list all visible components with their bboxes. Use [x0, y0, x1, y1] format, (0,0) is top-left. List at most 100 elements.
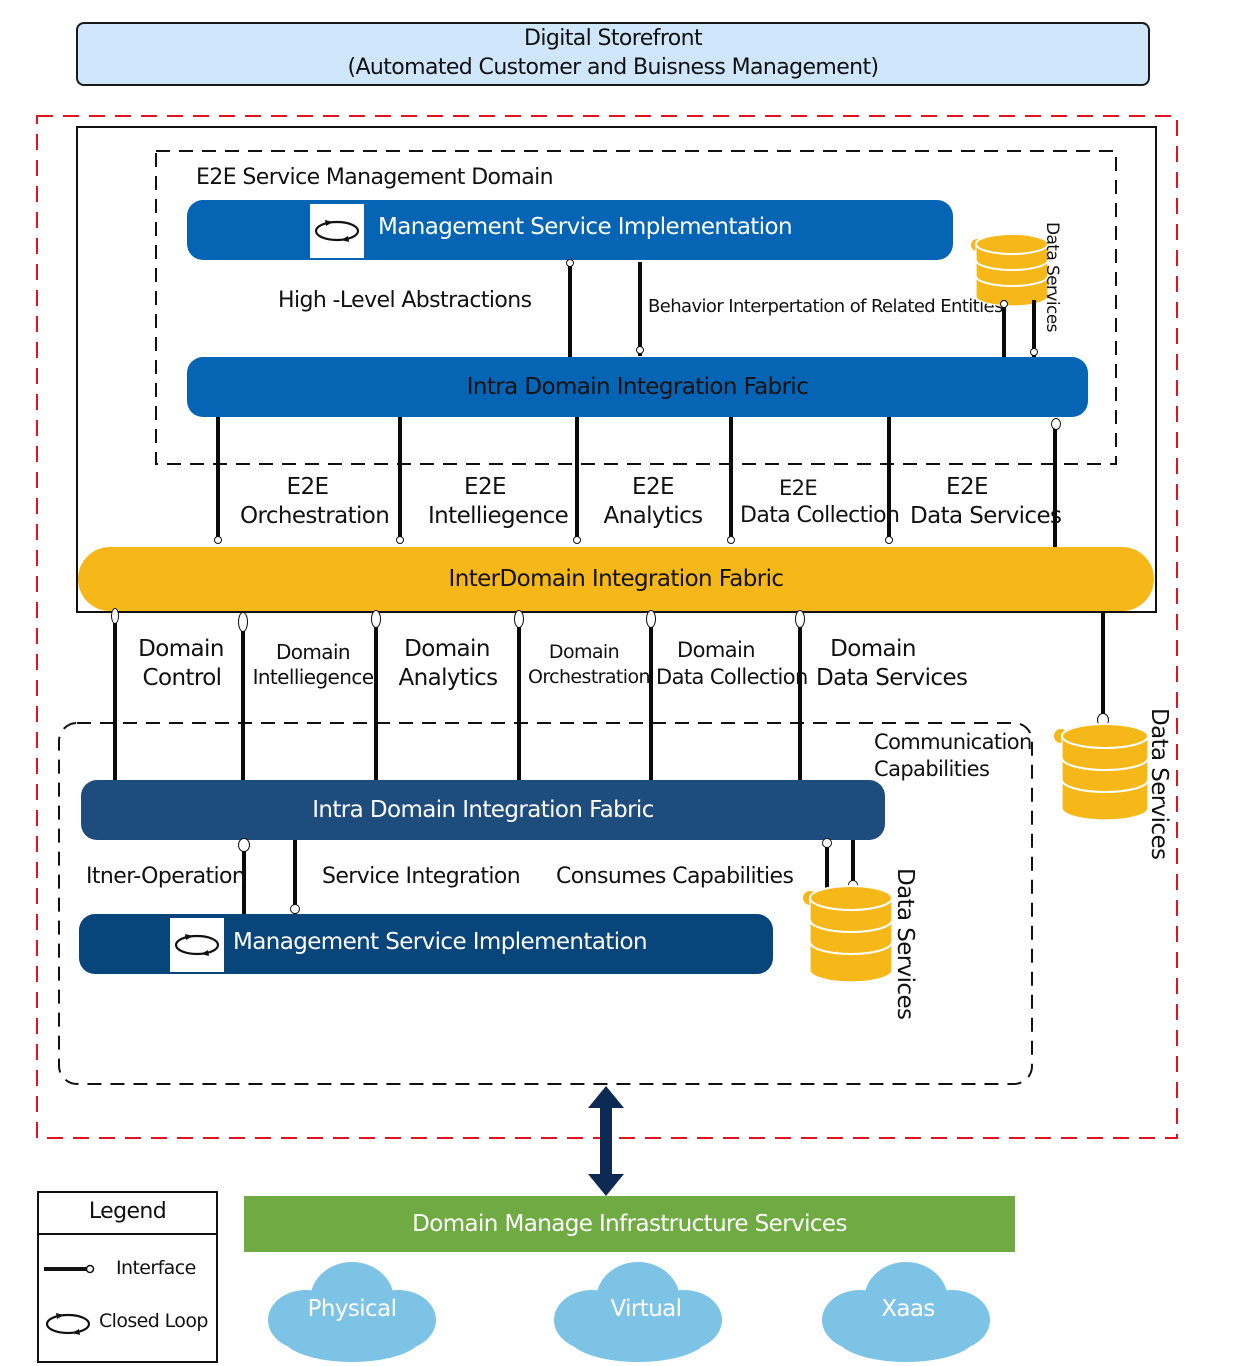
e2e-intra-domain-fabric-label: Intra Domain Integration Fabric: [466, 374, 809, 400]
xaas-cloud-icon: [822, 1262, 990, 1362]
interface-terminal: [396, 536, 404, 544]
e2e-orchestration-label-1: E2E: [286, 474, 330, 500]
interface-terminal: [514, 610, 524, 628]
interface-terminal: [573, 536, 581, 544]
inter-operation-line: [242, 840, 246, 914]
e2e-analytics-label-1: E2E: [632, 474, 675, 500]
interface-terminal: [238, 612, 248, 632]
interface-line: [851, 840, 855, 888]
high-level-abstractions-label: High -Level Abstractions: [278, 288, 532, 313]
e2e-intelligence-label-1: E2E: [464, 474, 507, 500]
consumes-capabilities-label: Consumes Capabilities: [556, 864, 794, 889]
domain-orchestration-label-1: Domain: [548, 641, 620, 663]
communication-capabilities-label-2: Capabilities: [874, 757, 990, 781]
interface-terminal: [1000, 300, 1008, 308]
domain-analytics-line: [374, 612, 378, 780]
interface-terminal: [822, 838, 832, 848]
domain-control-line: [113, 612, 117, 780]
interface-line: [1032, 300, 1036, 358]
communication-capabilities-label-1: Communication: [874, 730, 1032, 754]
interface-terminal: [566, 259, 574, 267]
domain-orchestration-label-2: Orchestration: [528, 666, 651, 688]
domain-data-collection-line: [649, 612, 653, 780]
virtual-cloud-label: Virtual: [610, 1296, 683, 1322]
closed-loop-legend-icon: [45, 1313, 91, 1335]
interdomain-fabric-label: InterDomain Integration Fabric: [448, 566, 785, 592]
service-integration-line: [293, 840, 297, 914]
interface-terminal: [371, 610, 381, 628]
legend-closed-loop-label: Closed Loop: [99, 1310, 208, 1332]
e2e-management-service-label: Management Service Implementation: [378, 214, 793, 240]
interface-terminal: [636, 346, 644, 354]
physical-cloud-icon: [268, 1262, 436, 1362]
domain-intra-fabric-bar: Intra Domain Integration Fabric: [81, 780, 885, 840]
physical-cloud-label: Physical: [307, 1296, 397, 1322]
right-data-services-label: Data Services: [1146, 708, 1172, 860]
interface-legend-icon: [44, 1264, 95, 1274]
e2e-data-collection-line-2: [887, 417, 891, 543]
domain-data-services-line: [798, 612, 802, 780]
interdomain-fabric-bar: InterDomain Integration Fabric: [78, 547, 1154, 611]
e2e-data-services-cylinder: [971, 233, 1049, 307]
e2e-intra-domain-fabric-bar: Intra Domain Integration Fabric: [187, 357, 1088, 417]
legend-box: [37, 1191, 218, 1363]
interface-terminal: [646, 610, 656, 628]
domain-management-service-label: Management Service Implementation: [233, 929, 648, 955]
service-integration-label: Service Integration: [322, 864, 521, 889]
domain-analytics-label-1: Domain: [404, 636, 490, 662]
legend-divider: [37, 1233, 218, 1235]
domain-intelligence-label-2: Intelliegence: [252, 665, 374, 689]
e2e-data-collection-line: [729, 417, 733, 543]
domain-infrastructure-label: Domain Manage Infrastructure Services: [412, 1211, 847, 1237]
interface-terminal: [111, 608, 119, 624]
interface-terminal: [290, 904, 300, 914]
e2e-orchestration-label-2: Orchestration: [240, 503, 390, 529]
domain-data-services-label-1: Domain: [830, 636, 916, 662]
domain-orchestration-line: [517, 612, 521, 780]
behavior-interpretation-label: Behavior Interpertation of Related Entit…: [648, 296, 1003, 317]
domain-data-services-label-2: Data Services: [816, 665, 968, 691]
legend-title: Legend: [88, 1199, 167, 1224]
domain-data-collection-label-2: Data Collection: [656, 665, 808, 689]
domain-analytics-label-2: Analytics: [398, 665, 498, 691]
interface-terminal: [885, 536, 893, 544]
e2e-intelligence-line: [398, 417, 402, 543]
closed-loop-icon: [314, 220, 360, 242]
e2e-closed-loop-badge: [310, 204, 364, 258]
domain-control-label-2: Control: [142, 665, 223, 691]
interface-line: [638, 262, 642, 356]
interface-terminal: [238, 838, 250, 852]
e2e-data-collection-label-2: Data Collection: [740, 503, 900, 528]
inter-operation-label: Itner-Operation: [86, 864, 246, 889]
e2e-intelligence-label-2: Intelliegence: [428, 503, 569, 529]
storefront-title: Digital Storefront: [523, 26, 703, 51]
bidirectional-arrow-icon: [588, 1086, 624, 1196]
e2e-data-services-label-2: Data Services: [910, 503, 1062, 529]
e2e-domain-title: E2E Service Management Domain: [196, 165, 554, 190]
closed-loop-icon: [174, 934, 220, 956]
domain-intra-fabric-label: Intra Domain Integration Fabric: [312, 797, 654, 823]
interface-line: [1002, 300, 1006, 358]
right-data-services-line: [1101, 612, 1105, 720]
e2e-analytics-label-2: Analytics: [603, 503, 703, 529]
storefront-subtitle: (Automated Customer and Buisness Managem…: [347, 55, 879, 80]
domain-intelligence-line: [241, 612, 245, 780]
interface-terminal: [727, 536, 735, 544]
interface-terminal: [1030, 348, 1038, 356]
domain-data-services-cylinder: [803, 885, 893, 983]
e2e-data-services-label: Data Services: [1042, 222, 1062, 332]
interface-line: [568, 262, 572, 358]
right-data-services-cylinder: [1054, 723, 1149, 821]
e2e-analytics-line: [575, 417, 579, 543]
e2e-data-services-label-1: E2E: [946, 474, 989, 500]
domain-closed-loop-badge: [170, 918, 224, 972]
e2e-data-collection-label-1: E2E: [778, 476, 818, 500]
domain-control-label-1: Domain: [138, 636, 224, 662]
legend-interface-label: Interface: [116, 1257, 196, 1279]
xaas-cloud-label: Xaas: [881, 1296, 935, 1322]
domain-intelligence-label-1: Domain: [275, 640, 351, 664]
virtual-cloud-icon: [554, 1262, 722, 1362]
interface-terminal: [1051, 418, 1061, 430]
interface-terminal: [214, 536, 222, 544]
domain-data-collection-label-1: Domain: [677, 638, 755, 662]
